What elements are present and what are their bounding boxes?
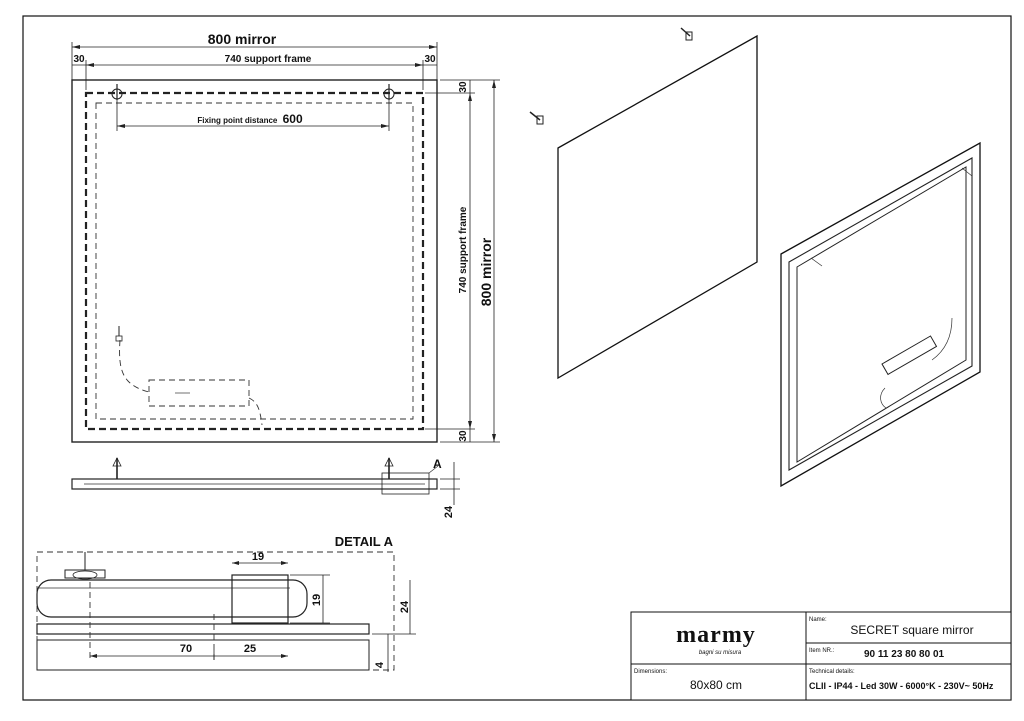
item-label: Item NR.: [809,648,835,654]
side-screw-left [112,457,122,479]
title-block: marmy bagni su misura Name: SECRET squar… [630,611,1012,701]
top-width-label: 800 mirror [208,31,277,47]
detail-dim-24: 24 [399,600,411,613]
side-thickness-label: 24 [443,505,455,518]
side-view: A 24 [71,457,460,518]
fixing-label-text: Fixing point distance [197,116,278,125]
iso-back-frame-outer [788,157,973,471]
tech-value: CLII - IP44 - Led 30W - 6000°K - 230V~ 5… [809,681,994,691]
name-value: SECRET square mirror [850,623,973,637]
fixing-value-text: 600 [283,112,303,126]
iso-mirror-panel [557,34,758,380]
detail-a-view: DETAIL A 19 19 24 70 25 [36,534,416,672]
fixing-screw-left [111,84,123,100]
detail-screw [64,552,106,580]
fixing-screw-right [383,84,395,100]
dimensions-label: Dimensions: [634,669,667,675]
detail-dim-19-side: 19 [311,594,323,606]
brand-logo-sub: bagni su misura [699,650,742,656]
mirror-outline [71,79,438,443]
detail-marker: A [433,457,442,471]
front-view: 800 mirror 740 support frame 30 30 Fi [71,31,500,443]
support-height-label: 740 support frame [458,206,469,293]
iso-led-driver [881,335,938,376]
support-width-label: 740 support frame [225,54,312,65]
right-bottom-margin: 30 [458,430,469,442]
iso-screw-left [529,111,544,125]
detail-dim-19-top: 19 [252,551,264,563]
iso-view-mirror [529,27,758,380]
detail-a-callout [381,472,430,495]
support-frame-dashed [84,91,425,431]
iso-back-panel [780,141,981,488]
tech-label: Technical details: [809,669,855,675]
detail-dim-4: 4 [374,661,386,668]
detail-title: DETAIL A [335,534,394,549]
right-top-margin: 30 [458,81,469,93]
dimensions-value: 80x80 cm [690,678,742,692]
item-value: 90 11 23 80 80 01 [864,649,945,660]
mirror-height-label: 800 mirror [478,237,494,306]
detail-backplate [36,639,370,671]
iso-screw-top [680,27,693,41]
name-label: Name: [809,617,827,623]
iso-back-frame-inner [796,166,967,463]
led-driver-outline [148,379,250,407]
iso-view-back [780,141,981,488]
side-screw-right [384,457,394,479]
fixing-distance-label: Fixing point distance 600 [197,112,303,126]
margin-right-label: 30 [424,54,436,65]
detail-glass [36,623,370,635]
sheet-border [22,15,1012,701]
detail-support-profile [36,579,308,618]
detail-dim-25: 25 [244,643,256,655]
margin-left-label: 30 [73,54,85,65]
detail-bracket [231,574,289,624]
power-plug-icon [115,326,123,342]
detail-dim-70: 70 [180,643,192,655]
brand-logo: marmy [676,622,756,648]
side-mirror-body [71,478,438,490]
